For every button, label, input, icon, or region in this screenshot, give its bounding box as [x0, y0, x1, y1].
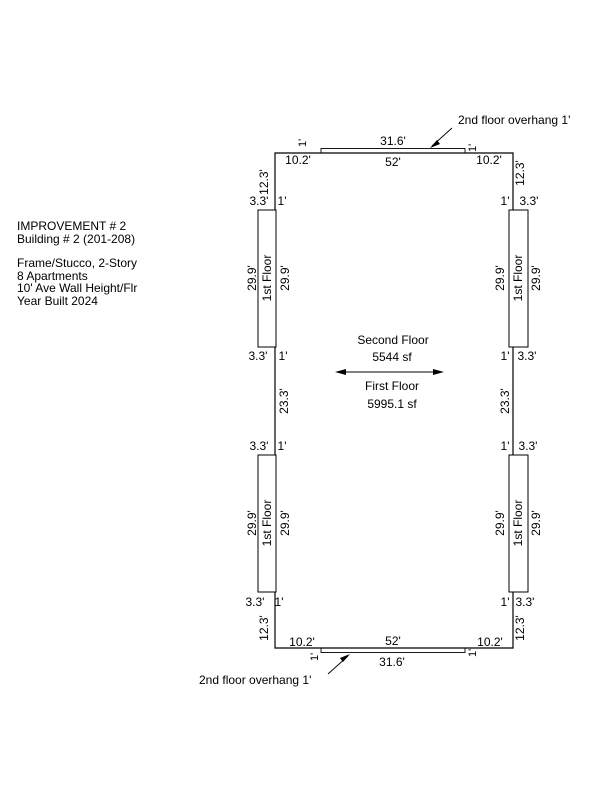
step-right-2: 1': [501, 349, 510, 363]
step-right-4: 1': [501, 595, 510, 609]
first-floor-area: 5995.1 sf: [367, 397, 417, 411]
dim-top-right-corner: 10.2': [476, 153, 502, 167]
dim-bottom-right-overhang-depth: 1': [467, 649, 479, 657]
jog-left-3: 3.3': [250, 439, 269, 453]
dim-left-top-segment: 12.3': [257, 169, 271, 195]
apartment-count: 8 Apartments: [17, 268, 88, 283]
bottom-overhang-callout: 2nd floor overhang 1': [199, 673, 311, 687]
dim-left-upper-bump-inner: 29.9': [278, 265, 292, 291]
bottom-callout-leader: [327, 654, 350, 675]
box-label-left-lower: 1st Floor: [260, 500, 274, 547]
dim-right-upper-bump-inner: 29.9': [493, 265, 507, 291]
dim-bottom-width: 52': [385, 634, 401, 648]
wall-height: 10' Ave Wall Height/Flr: [17, 281, 138, 295]
first-floor-label: First Floor: [365, 379, 419, 393]
dim-bottom-left-corner: 10.2': [289, 635, 315, 649]
jog-left-2: 3.3': [249, 349, 268, 363]
step-left-3: 1': [278, 439, 287, 453]
dim-left-bottom-segment: 12.3': [257, 615, 271, 641]
dim-top-left-corner: 10.2': [285, 153, 311, 167]
dim-left-middle-segment: 23.3': [277, 388, 291, 414]
dim-right-bottom-segment: 12.3': [513, 615, 527, 641]
first-floor-box-right-lower: [508, 454, 529, 593]
top-overhang-strip: [320, 148, 466, 154]
dim-right-lower-bump-inner: 29.9': [493, 510, 507, 536]
dim-left-upper-bump-outer: 29.9': [245, 265, 259, 291]
step-left-2: 1': [279, 349, 288, 363]
dim-top-width: 52': [385, 155, 401, 169]
jog-right-4: 3.3': [516, 595, 535, 609]
jog-left-1: 3.3': [250, 194, 269, 208]
dim-top-right-overhang-depth: 1': [467, 144, 479, 152]
dim-right-middle-segment: 23.3': [498, 388, 512, 414]
step-left-4: 1': [275, 595, 284, 609]
box-label-right-lower: 1st Floor: [511, 500, 525, 547]
dim-right-upper-bump-outer: 29.9': [529, 265, 543, 291]
dim-left-lower-bump-inner: 29.9': [278, 510, 292, 536]
construction-type: Frame/Stucco, 2-Story: [17, 256, 138, 270]
dim-left-lower-bump-outer: 29.9': [245, 510, 259, 536]
jog-right-1: 3.3': [520, 194, 539, 208]
top-overhang-callout: 2nd floor overhang 1': [458, 113, 570, 127]
jog-right-3: 3.3': [519, 439, 538, 453]
building-number: Building # 2 (201-208): [17, 231, 136, 246]
step-left-1: 1': [278, 194, 287, 208]
jog-right-2: 3.3': [518, 349, 537, 363]
step-right-1: 1': [501, 194, 510, 208]
dim-right-top-segment: 12.3': [513, 160, 527, 186]
jog-left-4: 3.3': [246, 595, 265, 609]
first-floor-box-right-upper: [508, 209, 529, 348]
dim-bottom-overhang-length: 31.6': [379, 655, 405, 669]
year-built: Year Built 2024: [17, 293, 98, 308]
second-floor-area: 5544 sf: [372, 350, 412, 364]
box-label-left-upper: 1st Floor: [260, 255, 274, 302]
improvement-number: IMPROVEMENT # 2: [17, 219, 127, 233]
floor-divider-arrow: [335, 369, 444, 375]
top-callout-leader: [430, 127, 453, 148]
step-right-3: 1': [501, 439, 510, 453]
dim-right-lower-bump-outer: 29.9': [529, 510, 543, 536]
dim-top-left-overhang-depth: 1': [297, 139, 309, 147]
second-floor-label: Second Floor: [357, 333, 428, 347]
dim-bottom-left-overhang-depth: 1': [309, 653, 321, 661]
first-floor-box-left-upper: [257, 209, 277, 348]
dim-top-overhang-length: 31.6': [380, 134, 406, 148]
bottom-overhang-strip: [320, 647, 466, 653]
improvement-info-block: IMPROVEMENT # 2 Building # 2 (201-208) F…: [17, 220, 137, 307]
dim-bottom-right-corner: 10.2': [477, 635, 503, 649]
first-floor-box-left-lower: [257, 454, 277, 593]
box-label-right-upper: 1st Floor: [511, 255, 525, 302]
